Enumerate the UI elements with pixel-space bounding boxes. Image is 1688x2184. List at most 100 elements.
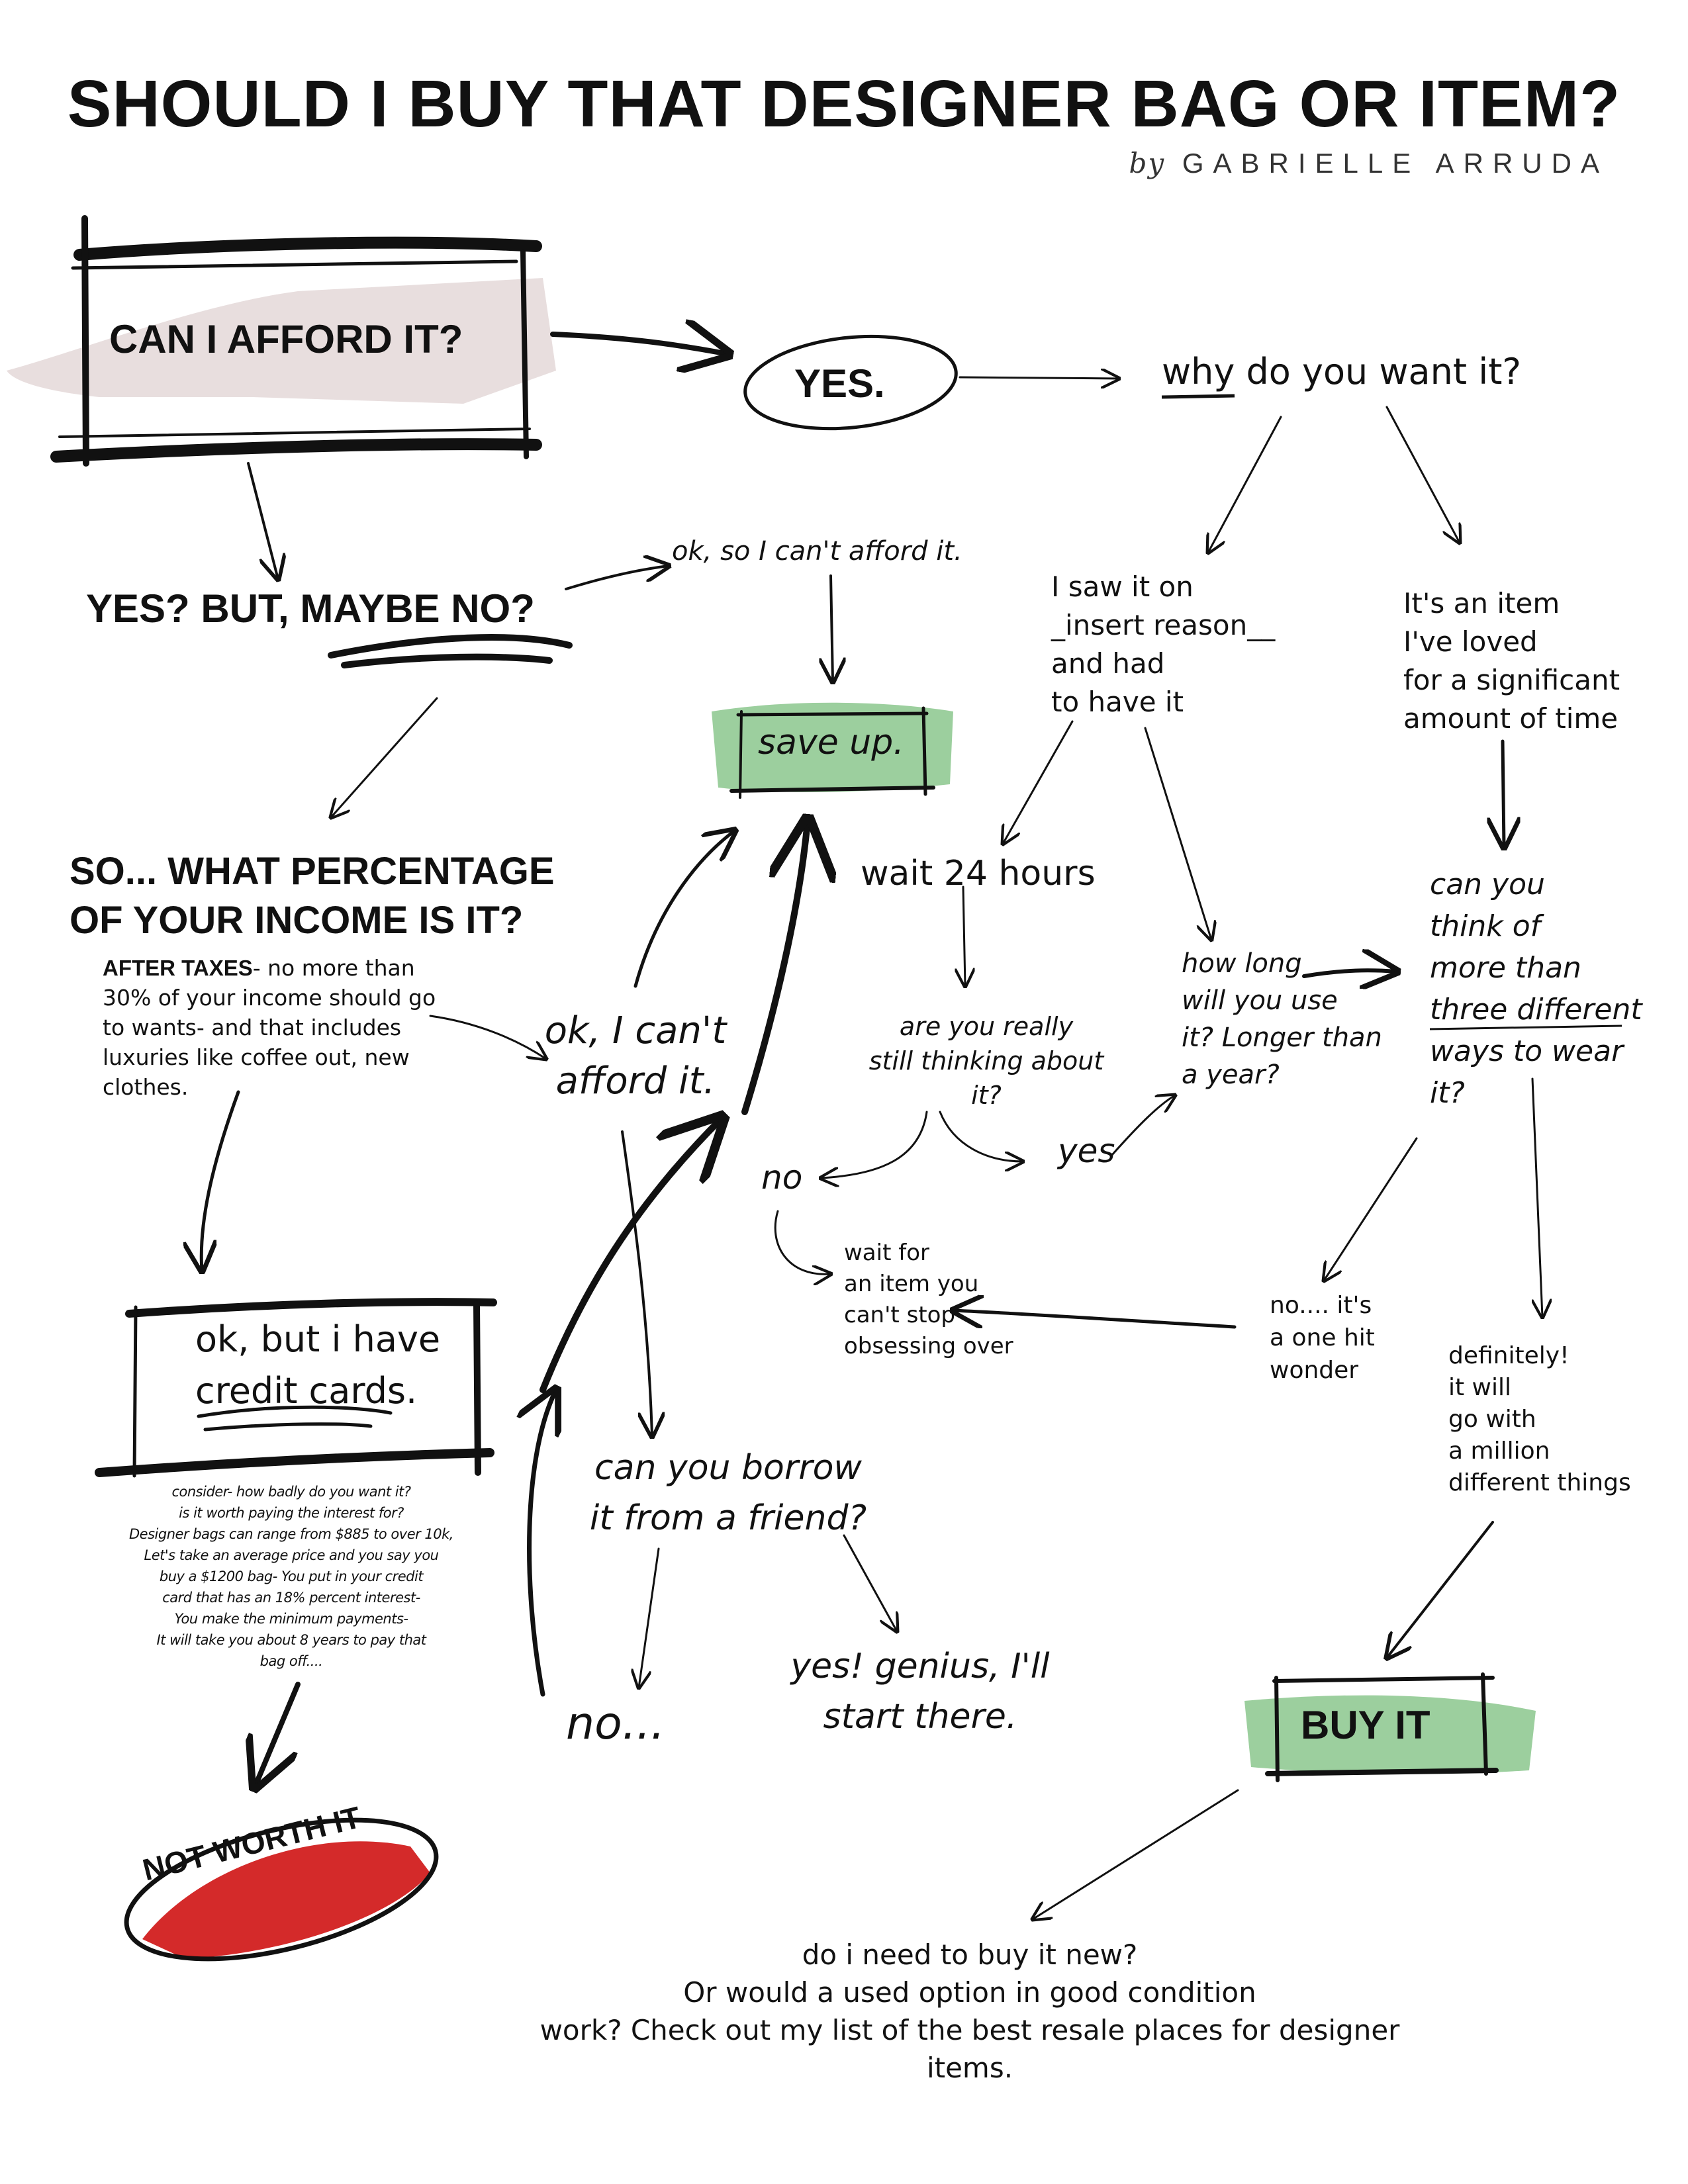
genius-node: yes! genius, I'll start there. — [774, 1641, 1066, 1742]
why-want-node: why do you want it? — [1162, 351, 1522, 392]
ok-cant-afford-small-node: ok, so I can't afford it. — [672, 536, 962, 567]
how-long-line-1: how long — [1182, 948, 1302, 979]
percentage-line-2: OF YOUR INCOME IS IT? — [70, 899, 524, 942]
saw-line-2: _insert reason__ — [1051, 609, 1276, 641]
after-taxes-line-4: luxuries like coffee out, new — [103, 1044, 410, 1070]
consider-line-1: consider- how badly do you want it? — [171, 1484, 411, 1500]
wait-for-line-2: an item you — [844, 1271, 979, 1297]
credit-line-2: credit cards. — [195, 1370, 418, 1412]
page-title: SHOULD I BUY THAT DESIGNER BAG OR ITEM? — [67, 67, 1621, 141]
borrow-line-1: can you borrow — [594, 1448, 862, 1488]
still-line-2: still thinking about — [868, 1046, 1104, 1075]
arrows — [201, 334, 1542, 1919]
consider-line-5: buy a $1200 bag- You put in your credit — [159, 1569, 424, 1584]
credit-cards-node: ok, but i have credit cards. — [195, 1314, 440, 1417]
borrow-line-2: it from a friend? — [589, 1498, 867, 1538]
after-taxes-note: AFTER TAXES- no more than 30% of your in… — [103, 953, 473, 1102]
saw-it-on-node: I saw it on _insert reason__ and had to … — [1051, 568, 1275, 721]
ok-cant-afford-big-node: ok, I can't afford it. — [526, 1006, 745, 1107]
can-afford-node: CAN I AFFORD IT? — [109, 317, 463, 361]
loved-item-node: It's an item I've loved for a significan… — [1403, 584, 1620, 738]
how-long-node: how long will you use it? Longer than a … — [1182, 945, 1382, 1093]
after-taxes-line-5: clothes. — [103, 1074, 189, 1100]
no-dots-node: no... — [566, 1698, 665, 1750]
credit-line-1: ok, but i have — [195, 1318, 441, 1360]
no-small-node: no — [761, 1158, 803, 1197]
think-line-6: it? — [1430, 1076, 1465, 1110]
consider-line-3: Designer bags can range from $885 to ove… — [129, 1526, 453, 1542]
percentage-line-1: SO... WHAT PERCENTAGE — [70, 850, 555, 893]
how-long-line-3: it? Longer than — [1182, 1023, 1382, 1053]
wait-for-line-4: obsessing over — [844, 1333, 1013, 1359]
borrow-node: can you borrow it from a friend? — [556, 1443, 900, 1543]
saw-line-3: and had — [1051, 647, 1165, 680]
buy-new-line-1: do i need to buy it new? — [802, 1938, 1138, 1971]
consider-line-7: You make the minimum payments- — [174, 1611, 408, 1627]
still-line-3: it? — [971, 1081, 1002, 1110]
one-hit-line-3: wonder — [1270, 1357, 1359, 1384]
think-line-2: think of — [1430, 909, 1541, 943]
one-hit-line-1: no.... it's — [1270, 1292, 1372, 1319]
can-you-think-node: can you think of more than three differe… — [1430, 864, 1642, 1114]
still-thinking-node: are you really still thinking about it? — [854, 1009, 1119, 1113]
yes-ellipse — [743, 334, 958, 431]
buy-new-line-4: items. — [926, 2052, 1013, 2084]
red-ellipse — [124, 1817, 439, 1962]
cant-afford-line-2: afford it. — [555, 1060, 716, 1103]
one-hit-node: no.... it's a one hit wonder — [1270, 1289, 1375, 1387]
think-line-1: can you — [1430, 868, 1545, 901]
wait-for-item-node: wait for an item you can't stop obsessin… — [844, 1238, 1013, 1362]
yes-small-node: yes — [1058, 1132, 1115, 1170]
definitely-line-3: go with — [1448, 1406, 1536, 1433]
genius-line-2: start there. — [823, 1697, 1017, 1737]
buy-new-node: do i need to buy it new? Or would a used… — [503, 1936, 1436, 2087]
save-up-node: save up. — [758, 723, 904, 762]
buy-it-node: BUY IT — [1301, 1703, 1430, 1747]
byline-name: GABRIELLE ARRUDA — [1182, 148, 1609, 179]
definitely-line-4: a million — [1448, 1437, 1550, 1465]
three-underline — [1429, 1024, 1622, 1030]
how-long-line-2: will you use — [1182, 985, 1338, 1016]
buy-green-brush — [1244, 1695, 1536, 1774]
loved-line-4: amount of time — [1403, 702, 1618, 735]
consider-line-9: bag off.... — [259, 1653, 323, 1669]
loved-line-2: I've loved — [1403, 625, 1538, 658]
saw-line-4: to have it — [1051, 686, 1184, 718]
buy-new-line-2: Or would a used option in good condition — [683, 1976, 1256, 2009]
maybe-underline — [328, 634, 573, 668]
definitely-line-1: definitely! — [1448, 1342, 1570, 1369]
credit-box — [95, 1298, 497, 1478]
wait-for-line-1: wait for — [844, 1240, 929, 1266]
yes-but-maybe-no-node: YES? BUT, MAYBE NO? — [86, 586, 535, 631]
definitely-line-2: it will — [1448, 1374, 1512, 1401]
loved-line-3: for a significant — [1403, 664, 1620, 696]
after-taxes-line-1: - no more than — [252, 955, 415, 981]
yes-node: YES. — [794, 361, 885, 406]
consider-line-2: is it worth paying the interest for? — [179, 1505, 404, 1521]
definitely-node: definitely! it will go with a million di… — [1448, 1340, 1631, 1499]
loved-line-1: It's an item — [1403, 587, 1560, 619]
think-line-3: more than — [1430, 951, 1581, 985]
save-box — [729, 706, 935, 799]
consider-line-4: Let's take an average price and you say … — [144, 1547, 439, 1563]
after-taxes-line-3: to wants- and that includes — [103, 1015, 402, 1040]
buy-new-line-3: work? Check out my list of the best resa… — [539, 2014, 1400, 2046]
cant-afford-line-1: ok, I can't — [544, 1009, 727, 1052]
one-hit-line-2: a one hit — [1270, 1324, 1375, 1351]
think-line-4: three different — [1430, 993, 1642, 1026]
wait-24-node: wait 24 hours — [861, 854, 1096, 893]
consider-line-8: It will take you about 8 years to pay th… — [156, 1632, 426, 1648]
genius-line-1: yes! genius, I'll — [790, 1647, 1050, 1686]
after-taxes-line-2: 30% of your income should go — [103, 985, 436, 1011]
save-green-brush — [712, 702, 953, 792]
consider-line-6: card that has an 18% percent interest- — [162, 1590, 420, 1606]
why-underline — [1161, 394, 1235, 399]
byline: by GABRIELLE ARRUDA — [1129, 147, 1609, 179]
wait-for-line-3: can't stop — [844, 1302, 955, 1328]
still-line-1: are you really — [899, 1012, 1074, 1041]
saw-line-1: I saw it on — [1051, 570, 1194, 603]
definitely-line-5: different things — [1448, 1469, 1631, 1496]
afford-box — [50, 215, 542, 467]
byline-prefix: by — [1129, 147, 1166, 179]
